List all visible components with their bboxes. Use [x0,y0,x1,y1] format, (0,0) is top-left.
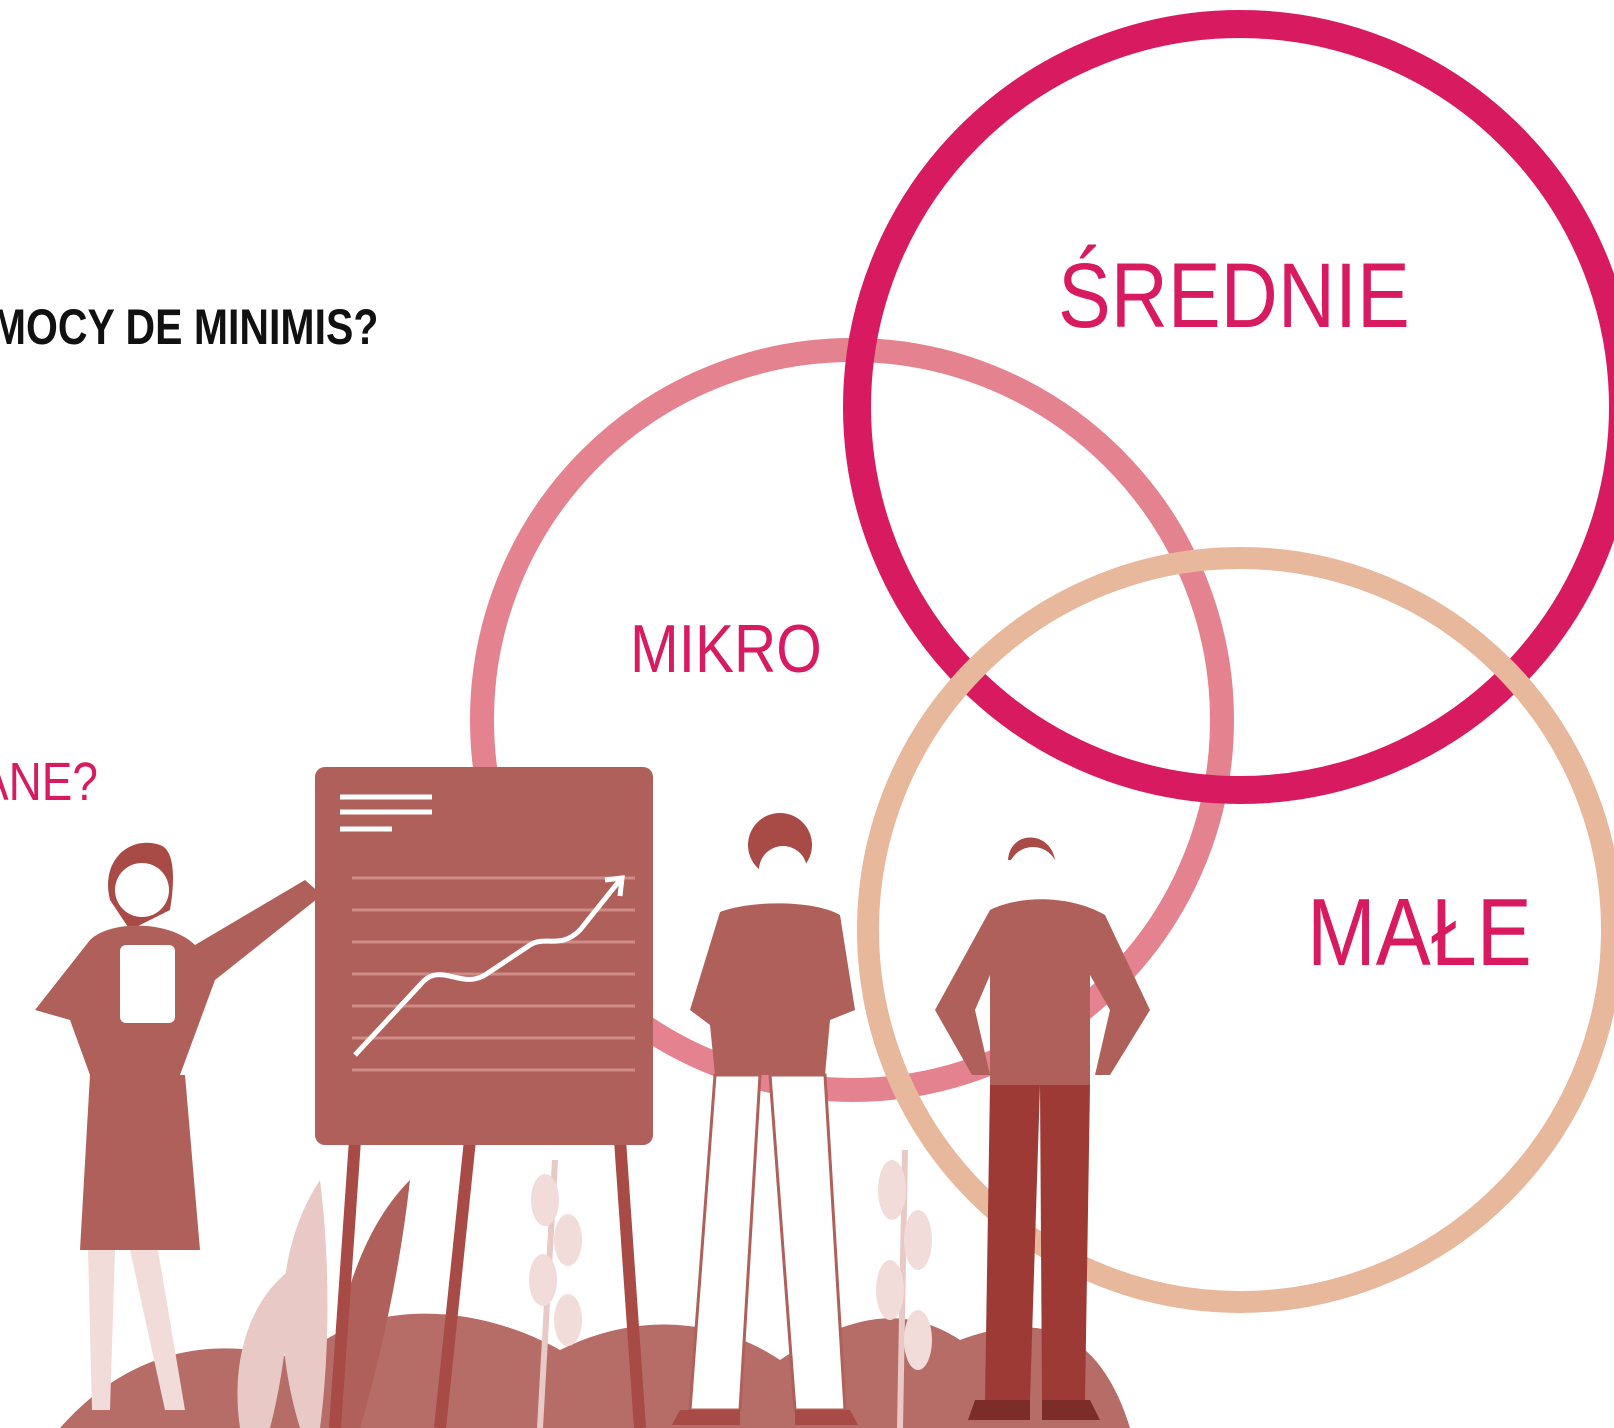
ground-mounds [60,1313,1130,1428]
man-hands-on-hips-icon [935,837,1150,1420]
label-srednie: ŚREDNIE [1058,245,1410,347]
plants-icon [237,1149,932,1428]
man-arms-crossed-icon [672,813,858,1425]
label-mikro: MIKRO [630,611,822,687]
question-text: ANE? [0,752,98,812]
woman-presenting-icon [35,842,322,1410]
circle-srednie [843,10,1614,804]
page-heading: OMOCY DE MINIMIS? [0,299,379,355]
label-male: MAŁE [1307,879,1532,986]
circle-male [857,547,1614,1313]
flipchart-growth-icon [315,767,653,1428]
